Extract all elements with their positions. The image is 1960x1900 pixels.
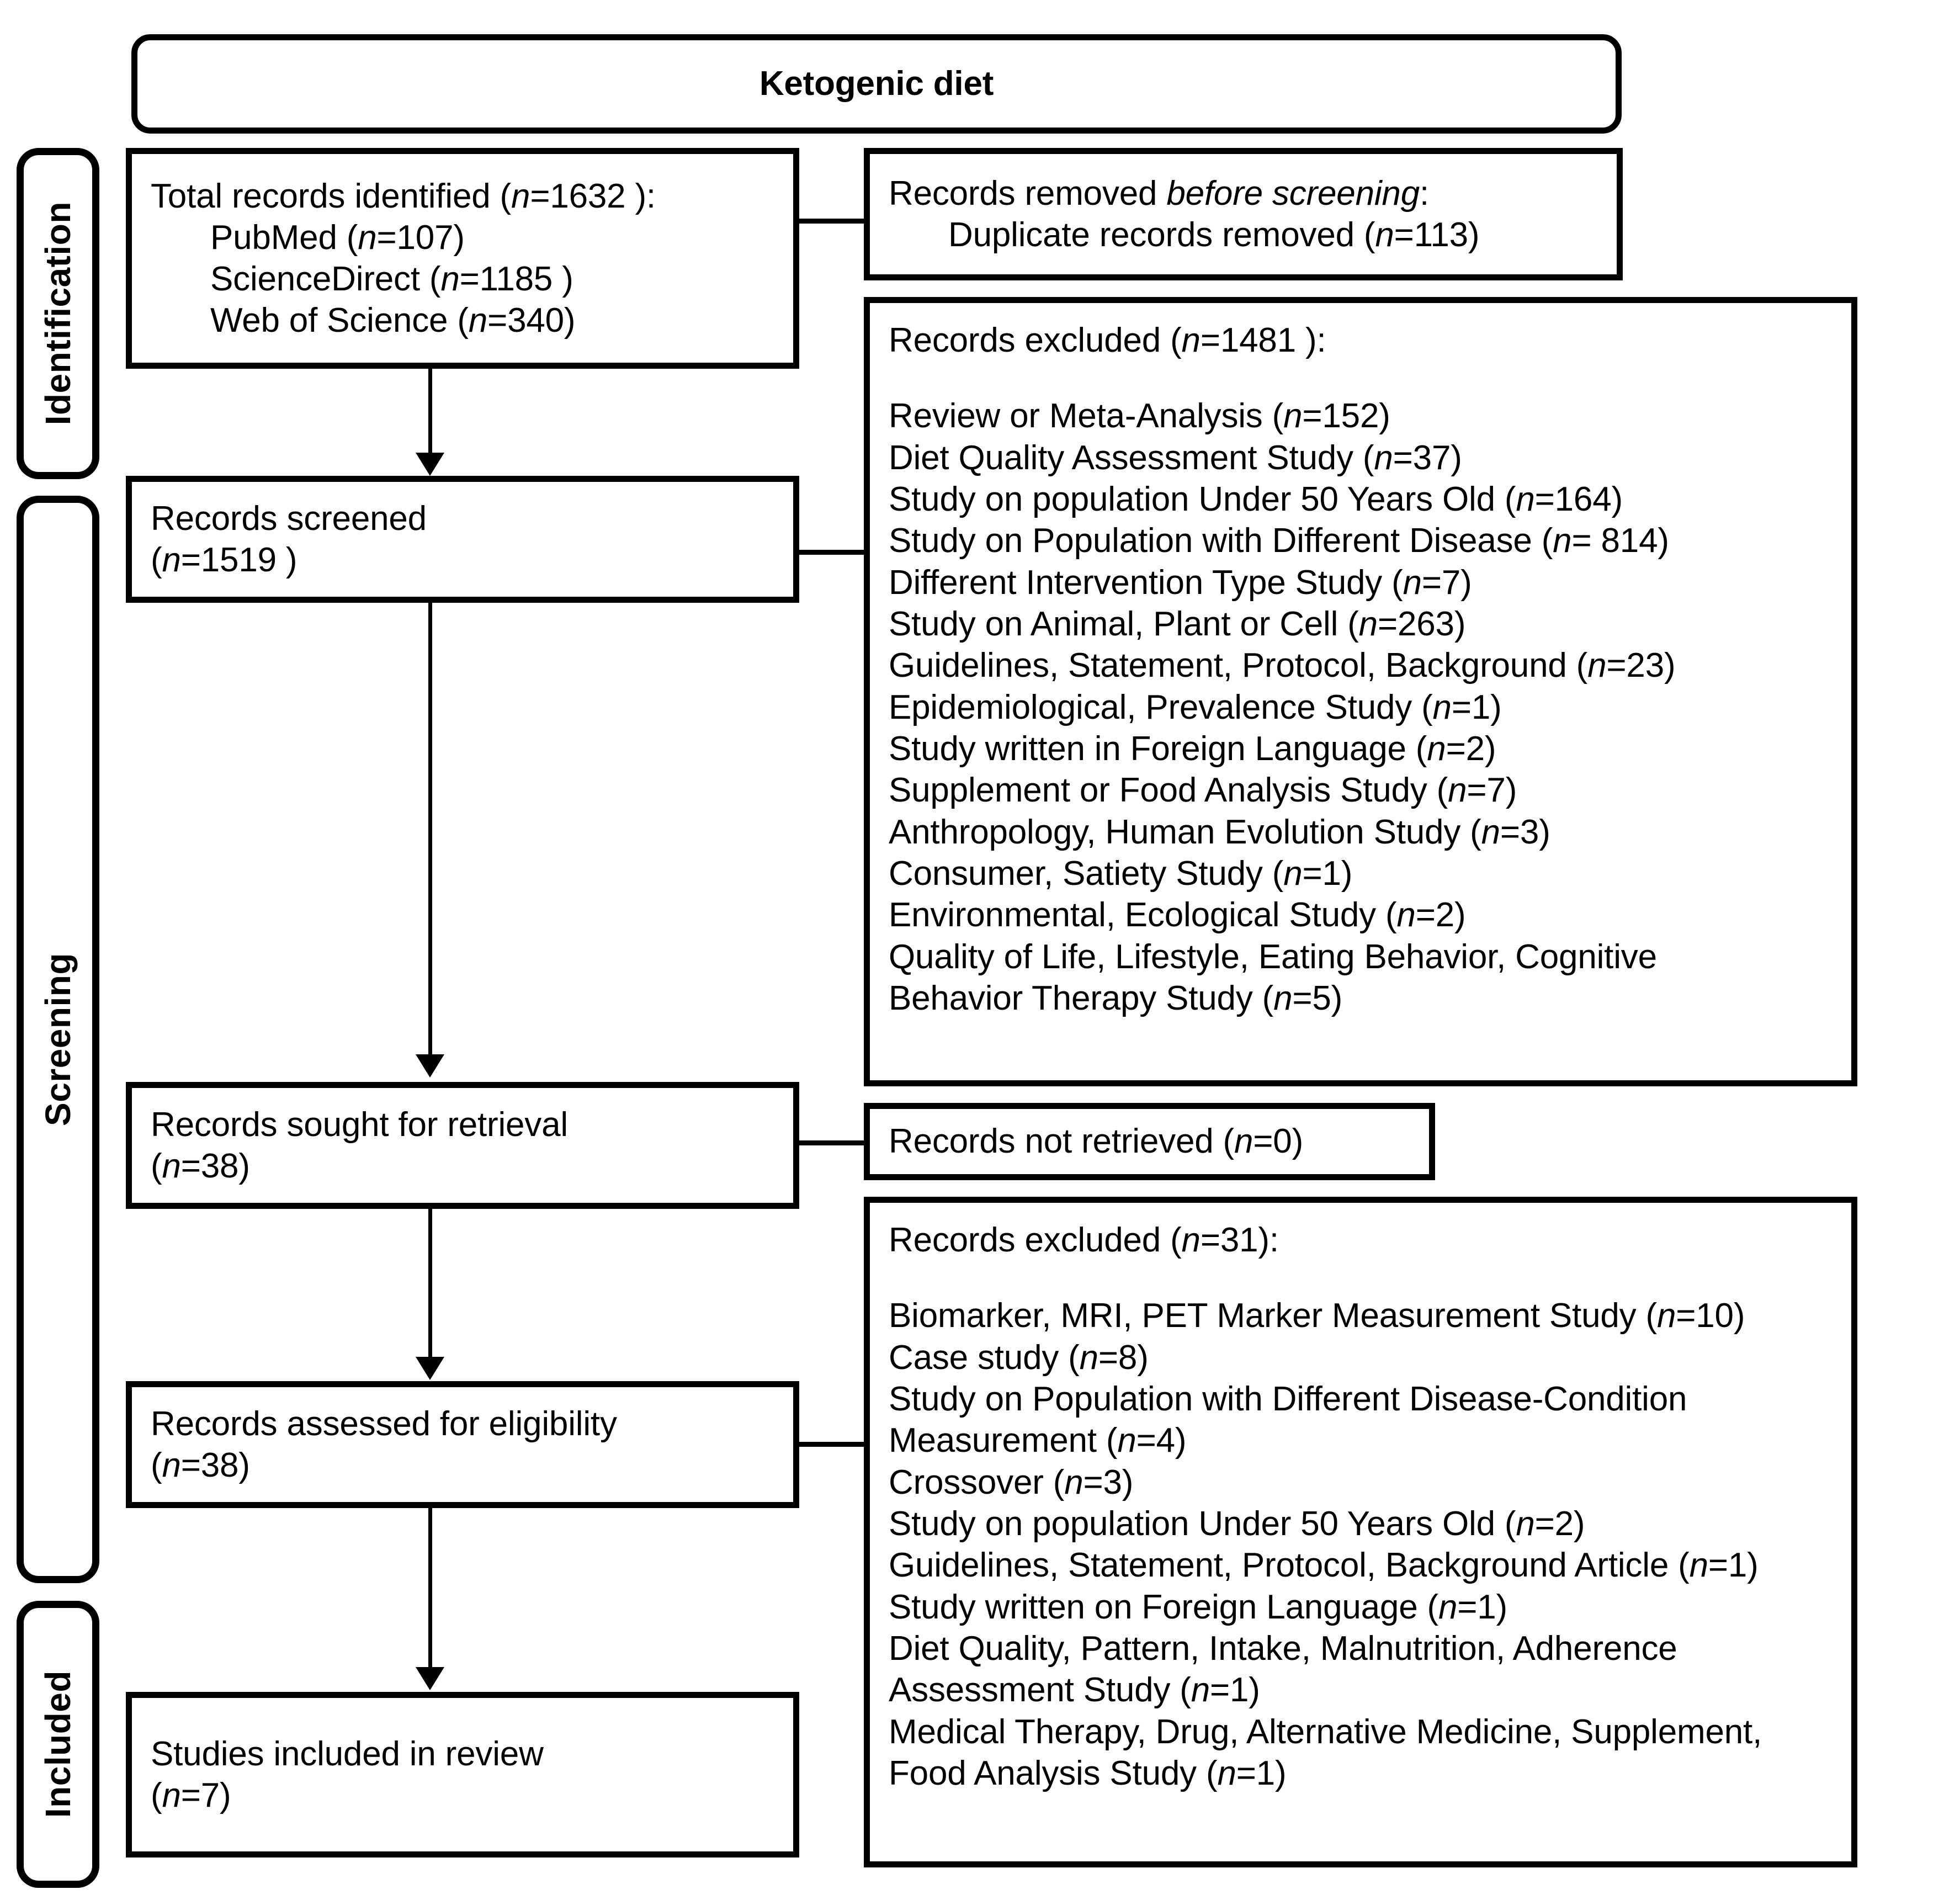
records-assessed-line2: (n=38) <box>151 1446 250 1484</box>
records-excluded-eligibility-item: Measurement (n=4) <box>889 1421 1187 1460</box>
records-identified-source-pubmed: PubMed (n=107) <box>210 218 465 257</box>
records-sought-line2: (n=38) <box>151 1147 250 1185</box>
records-identified-source-webofscience: Web of Science (n=340) <box>210 301 576 340</box>
records-removed-heading-suffix: : <box>1420 174 1430 213</box>
arrowhead-identified-to-screened <box>416 453 444 476</box>
box-records-removed-before-screening: Records removed before screening: Duplic… <box>864 148 1623 280</box>
connector-sought-to-assessed <box>428 1209 432 1363</box>
box-records-assessed-for-eligibility: Records assessed for eligibility (n=38) <box>126 1381 799 1508</box>
records-excluded-eligibility-item: Case study (n=8) <box>889 1338 1149 1377</box>
records-screened-line1: Records screened <box>151 499 427 538</box>
records-excluded-screening-item: Guidelines, Statement, Protocol, Backgro… <box>889 646 1676 685</box>
records-excluded-screening-spacer <box>889 361 1832 395</box>
box-records-sought-for-retrieval: Records sought for retrieval (n=38) <box>126 1082 799 1209</box>
box-records-excluded-screening: Records excluded (n=1481 ): Review or Me… <box>864 297 1857 1086</box>
phase-label-included-text: Included <box>38 1670 78 1818</box>
records-excluded-screening-item: Consumer, Satiety Study (n=1) <box>889 854 1353 893</box>
records-excluded-screening-item: Quality of Life, Lifestyle, Eating Behav… <box>889 937 1657 976</box>
records-excluded-eligibility-item: Study on Population with Different Disea… <box>889 1379 1687 1418</box>
phase-label-identification: Identification <box>17 148 99 479</box>
connector-screened-to-sought <box>428 603 432 1061</box>
records-excluded-eligibility-item: Medical Therapy, Drug, Alternative Medic… <box>889 1712 1762 1751</box>
records-excluded-screening-item: Study on Animal, Plant or Cell (n=263) <box>889 604 1466 643</box>
studies-included-line1: Studies included in review <box>151 1734 544 1773</box>
box-records-not-retrieved: Records not retrieved (n=0) <box>864 1103 1435 1180</box>
connector-sought-to-not-retrieved <box>799 1140 893 1145</box>
records-excluded-eligibility-item: Assessment Study (n=1) <box>889 1671 1260 1710</box>
records-excluded-screening-item: Study on population Under 50 Years Old (… <box>889 480 1623 518</box>
page-title: Ketogenic diet <box>759 65 994 103</box>
records-excluded-eligibility-heading: Records excluded (n=31): <box>889 1221 1279 1259</box>
records-excluded-eligibility-spacer <box>889 1261 1832 1295</box>
connector-identified-to-screened <box>428 369 432 460</box>
records-screened-line2: (n=1519 ) <box>151 541 298 579</box>
box-records-identified: Total records identified (n=1632 ): PubM… <box>126 148 799 369</box>
records-excluded-screening-item: Epidemiological, Prevalence Study (n=1) <box>889 688 1502 726</box>
diagram-title-box: Ketogenic diet <box>131 34 1622 134</box>
records-identified-heading: Total records identified (n=1632 ): <box>151 177 656 215</box>
box-studies-included-in-review: Studies included in review (n=7) <box>126 1692 799 1857</box>
connector-screened-to-excluded <box>799 550 893 555</box>
records-excluded-screening-item: Diet Quality Assessment Study (n=37) <box>889 438 1462 477</box>
records-excluded-screening-item: Environmental, Ecological Study (n=2) <box>889 896 1466 935</box>
records-excluded-eligibility-item: Diet Quality, Pattern, Intake, Malnutrit… <box>889 1629 1677 1668</box>
arrowhead-screened-to-sought <box>416 1054 444 1078</box>
arrowhead-assessed-to-included <box>416 1667 444 1690</box>
records-excluded-screening-item: Supplement or Food Analysis Study (n=7) <box>889 771 1517 810</box>
connector-identified-to-removed <box>799 219 893 224</box>
records-assessed-line1: Records assessed for eligibility <box>151 1404 617 1443</box>
records-sought-line1: Records sought for retrieval <box>151 1105 568 1144</box>
phase-label-screening: Screening <box>17 496 99 1583</box>
connector-assessed-to-included <box>428 1508 432 1674</box>
records-not-retrieved-line1: Records not retrieved (n=0) <box>889 1122 1304 1161</box>
box-records-excluded-eligibility: Records excluded (n=31): Biomarker, MRI,… <box>864 1197 1857 1867</box>
arrowhead-sought-to-assessed <box>416 1357 444 1380</box>
records-excluded-eligibility-item: Biomarker, MRI, PET Marker Measurement S… <box>889 1297 1745 1335</box>
phase-label-screening-text: Screening <box>38 953 78 1126</box>
records-identified-source-sciencedirect: ScienceDirect (n=1185 ) <box>210 260 573 298</box>
records-excluded-eligibility-item: Guidelines, Statement, Protocol, Backgro… <box>889 1546 1759 1585</box>
records-removed-item-duplicates: Duplicate records removed (n=113) <box>948 216 1480 254</box>
records-excluded-eligibility-item: Study written on Foreign Language (n=1) <box>889 1588 1508 1626</box>
records-removed-heading-prefix: Records removed <box>889 174 1167 213</box>
box-records-screened: Records screened (n=1519 ) <box>126 476 799 603</box>
records-excluded-screening-item: Behavior Therapy Study (n=5) <box>889 979 1343 1017</box>
records-excluded-screening-heading: Records excluded (n=1481 ): <box>889 321 1326 359</box>
records-removed-heading: Records removed before screening: <box>889 173 1598 214</box>
phase-label-identification-text: Identification <box>38 201 78 426</box>
records-excluded-eligibility-item: Study on population Under 50 Years Old (… <box>889 1504 1585 1543</box>
records-excluded-eligibility-item: Crossover (n=3) <box>889 1463 1134 1501</box>
studies-included-line2: (n=7) <box>151 1776 231 1814</box>
phase-label-included: Included <box>17 1601 99 1888</box>
records-removed-heading-italic: before screening <box>1166 174 1420 213</box>
records-excluded-screening-item: Study written in Foreign Language (n=2) <box>889 729 1496 768</box>
records-excluded-eligibility-item: Food Analysis Study (n=1) <box>889 1754 1287 1792</box>
connector-assessed-to-excluded <box>799 1442 893 1447</box>
records-excluded-screening-item: Different Intervention Type Study (n=7) <box>889 563 1472 602</box>
records-excluded-screening-item: Anthropology, Human Evolution Study (n=3… <box>889 813 1550 851</box>
records-excluded-screening-item: Review or Meta-Analysis (n=152) <box>889 397 1390 436</box>
records-excluded-screening-item: Study on Population with Different Disea… <box>889 522 1669 560</box>
